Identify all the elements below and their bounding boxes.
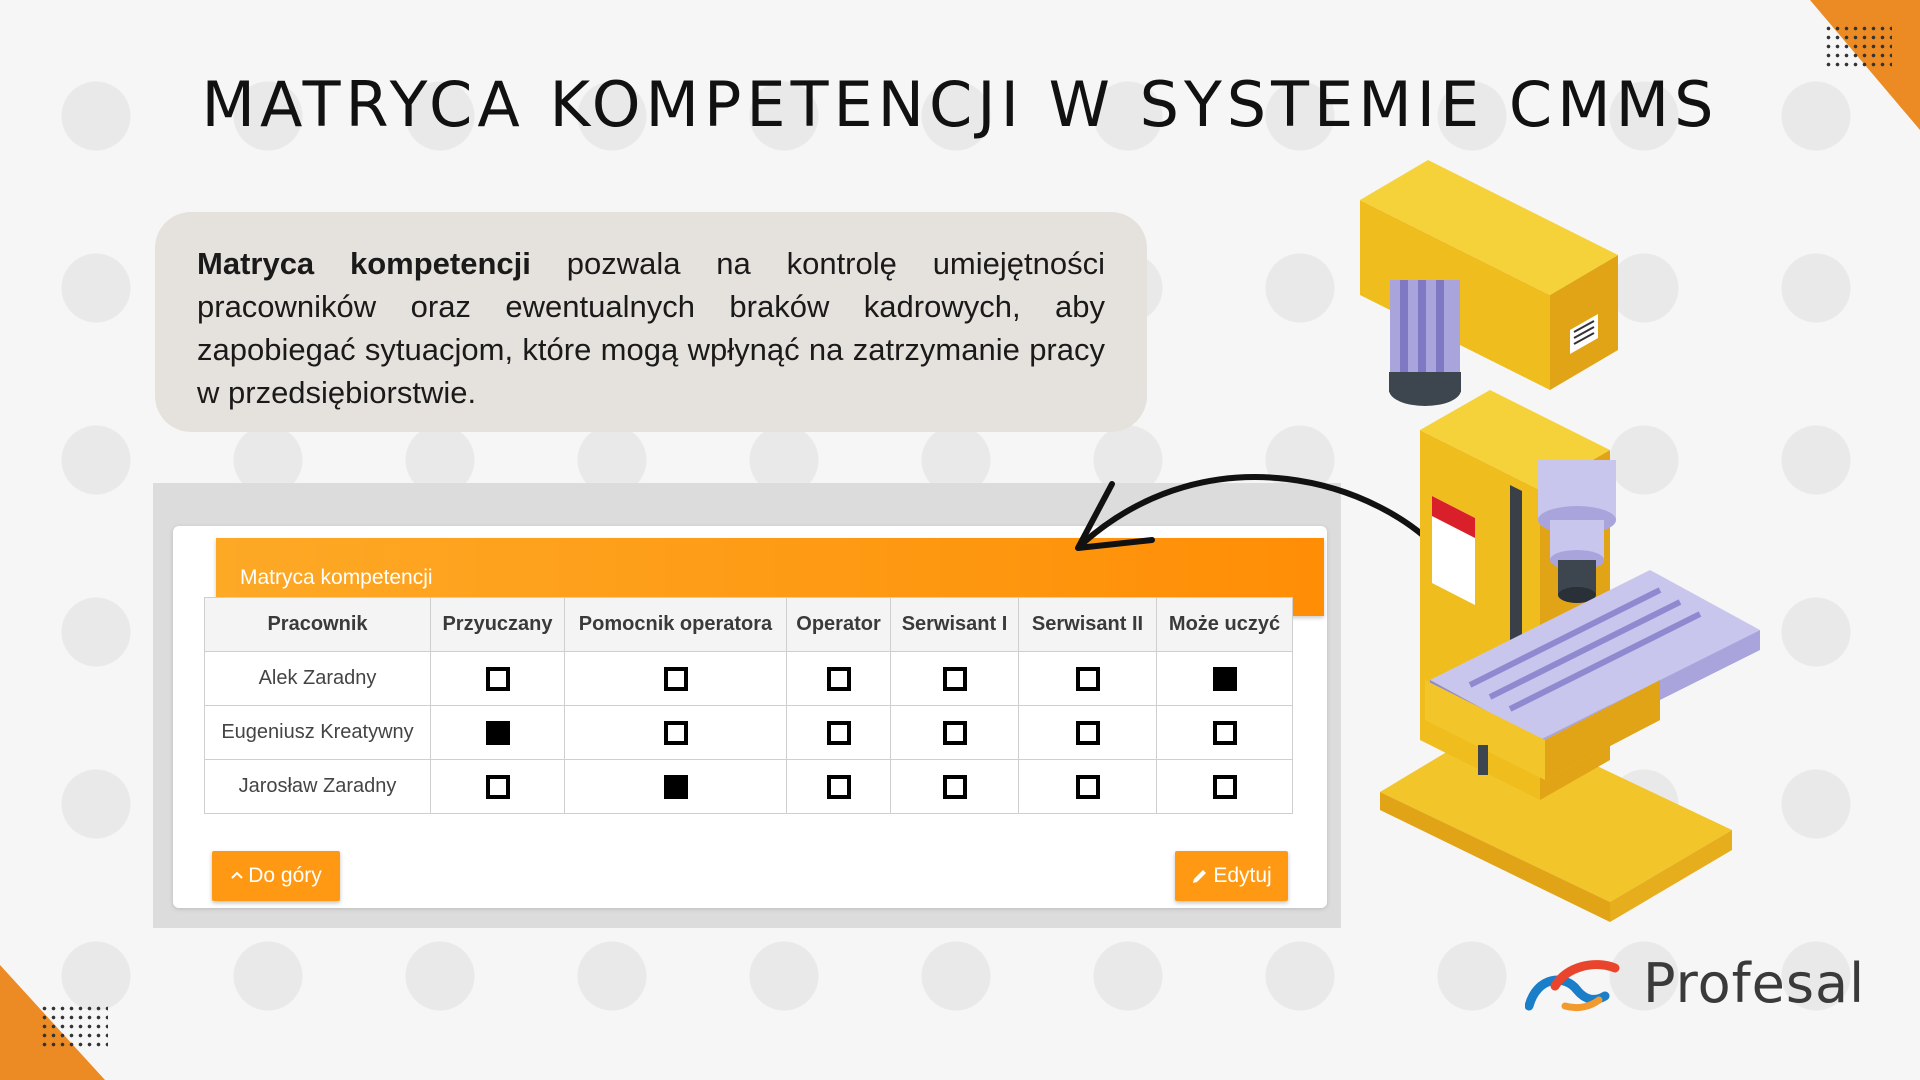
table-row: Alek Zaradny [204,651,1293,706]
competency-checkbox[interactable] [1212,720,1237,745]
back-to-top-button[interactable]: Do góry [212,851,340,901]
intro-text: Matryca kompetencji pozwala na kontrolę … [197,242,1105,414]
employee-name: Jarosław Zaradny [204,759,431,814]
column-header-pracownik: Pracownik [204,597,431,652]
competency-checkbox[interactable] [663,774,688,799]
table-row: Jarosław Zaradny [204,759,1293,814]
column-header-pomocnik-operatora: Pomocnik operatora [564,597,787,652]
column-header-serwisant-1: Serwisant I [890,597,1019,652]
competency-checkbox[interactable] [942,774,967,799]
intro-box: Matryca kompetencji pozwala na kontrolę … [155,212,1147,432]
table-header-row: Pracownik Przyuczany Pomocnik operatora … [204,597,1293,652]
competency-checkbox[interactable] [1212,774,1237,799]
competency-checkbox[interactable] [485,666,510,691]
competency-checkbox[interactable] [1075,774,1100,799]
page-title: MATRYCA KOMPETENCJI W SYSTEMIE CMMS [201,68,1719,141]
competency-checkbox[interactable] [1075,666,1100,691]
competency-checkbox[interactable] [1075,720,1100,745]
dot-pattern-top-right [1824,24,1892,68]
card-header-title: Matryca kompetencji [240,566,433,589]
column-header-operator: Operator [786,597,891,652]
competency-checkbox[interactable] [826,774,851,799]
competency-checkbox[interactable] [826,720,851,745]
column-header-moze-uczyc: Może uczyć [1156,597,1293,652]
edit-button[interactable]: Edytuj [1175,851,1288,901]
curved-arrow [1075,474,1449,561]
milling-machine-illustration [1360,160,1760,922]
profesal-logo-icon [1525,960,1620,1012]
employee-name: Alek Zaradny [204,651,431,706]
competency-checkbox[interactable] [485,774,510,799]
competency-checkbox[interactable] [485,720,510,745]
competency-checkbox[interactable] [1212,666,1237,691]
back-to-top-label: Do góry [248,864,322,887]
column-header-serwisant-2: Serwisant II [1018,597,1157,652]
column-header-przyuczany: Przyuczany [430,597,565,652]
competency-checkbox[interactable] [663,666,688,691]
chevron-up-icon [231,871,243,879]
competency-checkbox[interactable] [942,666,967,691]
competency-checkbox[interactable] [663,720,688,745]
intro-bold-term: Matryca kompetencji [197,246,531,281]
competency-matrix-table: Pracownik Przyuczany Pomocnik operatora … [204,597,1293,814]
edit-label: Edytuj [1213,864,1272,887]
intro-description: pozwala na kontrolę umiejętności pracown… [197,246,1105,410]
competency-checkbox[interactable] [826,666,851,691]
employee-name: Eugeniusz Kreatywny [204,705,431,760]
table-row: Eugeniusz Kreatywny [204,705,1293,760]
competency-checkbox[interactable] [942,720,967,745]
dot-pattern-bottom-left [40,1004,108,1048]
pencil-icon [1193,870,1207,883]
brand-name: Profesal [1643,952,1866,1015]
